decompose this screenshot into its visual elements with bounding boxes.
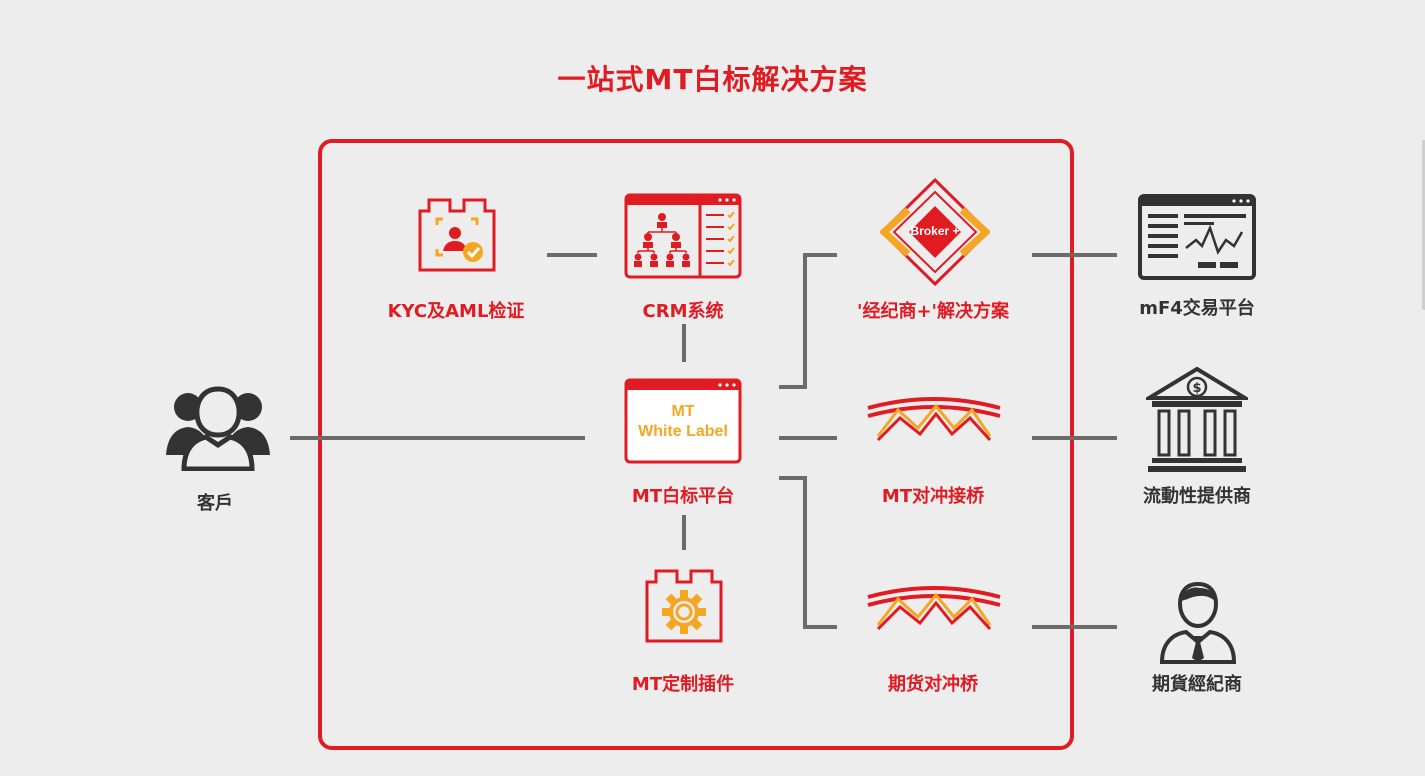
trading-terminal-icon: [1138, 194, 1256, 280]
businessman-icon: [1159, 581, 1237, 664]
liquidity-label: 流動性提供商: [1143, 486, 1251, 507]
futures-broker-label: 期貨經紀商: [1152, 674, 1242, 695]
users-icon: [166, 386, 270, 471]
client-label: 客戶: [197, 493, 233, 514]
org-chart-icon: [624, 193, 742, 279]
bridge-icon: [867, 397, 1001, 442]
mf4-label: mF4交易平台: [1139, 298, 1255, 319]
gear-icon: [645, 569, 723, 643]
bridge-icon: [867, 586, 1001, 631]
broker-plus-label: '经纪商+'解决方案: [856, 301, 1010, 322]
scrollbar[interactable]: [1422, 140, 1425, 310]
hedge-bridge-label: MT对冲接桥: [881, 486, 985, 507]
white-label-icon-text: White Label: [638, 423, 728, 440]
window-icon: MT White Label: [624, 378, 742, 464]
svg-text:$: $: [1192, 381, 1201, 396]
mt-platform-label: MT白标平台: [631, 486, 735, 507]
solution-frame: [318, 139, 1074, 750]
plugin-label: MT定制插件: [631, 674, 735, 695]
broker-plus-icon: Broker +: [880, 178, 990, 286]
kyc-label: KYC及AML检证: [387, 301, 525, 322]
bank-icon: $: [1146, 366, 1248, 472]
futures-bridge-label: 期货对冲桥: [888, 674, 978, 695]
crm-label: CRM系统: [642, 301, 724, 322]
id-verify-icon: [418, 198, 496, 272]
broker-plus-icon-text: Broker +: [910, 224, 960, 238]
page-title: 一站式MT白标解决方案: [557, 63, 868, 96]
mt-icon-text: MT: [671, 403, 695, 420]
